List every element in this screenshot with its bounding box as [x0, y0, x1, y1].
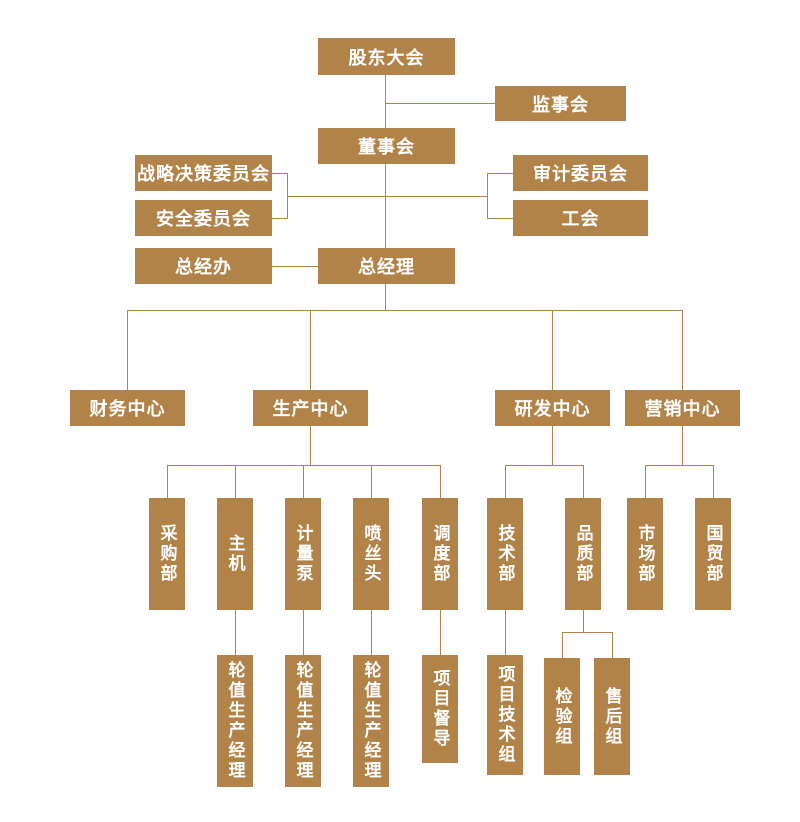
node-rotating-production-manager-3: 轮值生产经理	[353, 655, 389, 787]
connector-line	[303, 610, 304, 655]
node-labor-union: 工会	[513, 200, 648, 236]
node-rotating-production-manager-2: 轮值生产经理	[285, 655, 321, 787]
connector-line	[552, 310, 553, 390]
node-main-machine-dept: 主机	[217, 498, 253, 610]
node-aftersales-group: 售后组	[594, 658, 630, 775]
node-metering-pump-dept: 计量泵	[285, 498, 321, 610]
connector-line	[127, 310, 128, 390]
node-rotating-production-manager-1: 轮值生产经理	[217, 655, 253, 787]
node-rd-center: 研发中心	[495, 390, 610, 426]
node-project-tech-group: 项目技术组	[487, 655, 523, 775]
node-technology-dept: 技术部	[487, 498, 523, 610]
connector-line	[272, 266, 318, 267]
connector-line	[505, 610, 506, 655]
connector-line	[562, 632, 612, 633]
connector-line	[682, 426, 683, 465]
node-spinneret-dept: 喷丝头	[353, 498, 389, 610]
node-shareholders-meeting: 股东大会	[318, 38, 455, 75]
connector-line	[552, 426, 553, 465]
node-intl-trade-dept: 国贸部	[695, 498, 731, 610]
connector-line	[385, 164, 386, 248]
node-inspection-group: 检验组	[544, 658, 580, 775]
connector-line	[645, 465, 713, 466]
node-board-of-directors: 董事会	[318, 128, 455, 164]
connector-line	[487, 218, 513, 219]
connector-line	[310, 426, 311, 465]
connector-line	[583, 465, 584, 498]
connector-line	[272, 218, 287, 219]
connector-line	[612, 632, 613, 658]
connector-line	[235, 610, 236, 655]
connector-line	[440, 465, 441, 498]
node-supervisory-board: 监事会	[495, 86, 626, 121]
connector-line	[385, 196, 487, 197]
connector-line	[167, 465, 168, 498]
connector-line	[385, 103, 495, 104]
connector-line	[310, 310, 311, 390]
node-production-center: 生产中心	[253, 390, 368, 426]
connector-line	[371, 465, 372, 498]
connector-line	[713, 465, 714, 498]
connector-line	[371, 610, 372, 655]
node-general-manager: 总经理	[318, 248, 455, 284]
node-market-dept: 市场部	[627, 498, 663, 610]
node-purchasing-dept: 采购部	[149, 498, 185, 610]
connector-line	[505, 465, 583, 466]
connector-line	[645, 465, 646, 498]
connector-line	[682, 310, 683, 390]
connector-line	[127, 310, 683, 311]
node-quality-dept: 品质部	[565, 498, 601, 610]
connector-line	[385, 284, 386, 310]
connector-line	[583, 610, 584, 632]
connector-line	[385, 75, 386, 128]
node-dispatch-dept: 调度部	[422, 498, 458, 610]
connector-line	[440, 610, 441, 655]
connector-line	[505, 465, 506, 498]
connector-line	[303, 465, 304, 498]
node-strategy-committee: 战略决策委员会	[135, 155, 272, 191]
node-finance-center: 财务中心	[70, 390, 185, 426]
connector-line	[487, 173, 513, 174]
connector-line	[487, 173, 488, 219]
connector-line	[235, 465, 236, 498]
connector-line	[272, 173, 287, 174]
node-safety-committee: 安全委员会	[135, 200, 272, 236]
node-marketing-center: 营销中心	[625, 390, 740, 426]
node-project-supervision: 项目督导	[422, 655, 458, 763]
node-gm-office: 总经办	[135, 248, 272, 284]
connector-line	[562, 632, 563, 658]
connector-line	[287, 196, 385, 197]
node-audit-committee: 审计委员会	[513, 155, 648, 191]
